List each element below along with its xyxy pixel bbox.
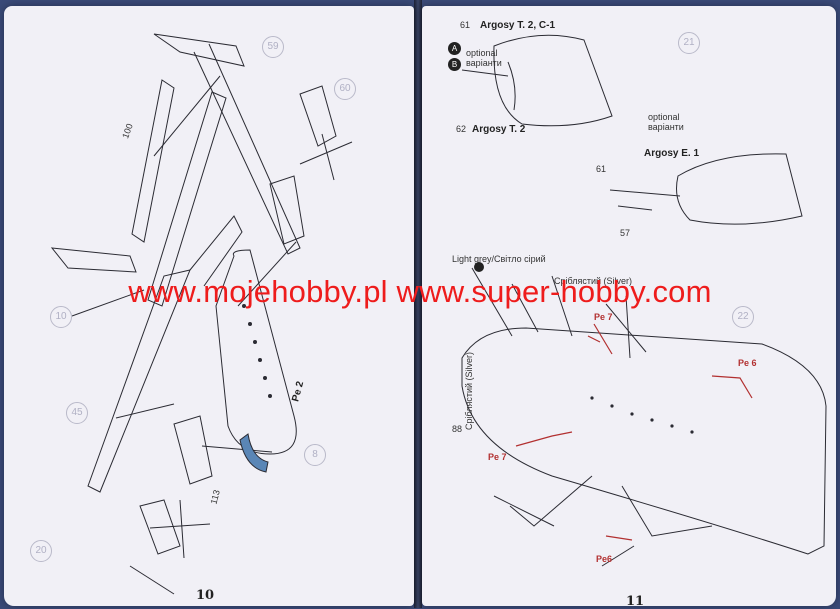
part-61-middle: 61 xyxy=(596,164,607,174)
part-57: 57 xyxy=(620,228,631,238)
tail-boom xyxy=(193,43,301,255)
right-instruction-page: 61 Argosy T. 2, C-1 A B optional варіант… xyxy=(422,6,836,609)
step-marker-21: 21 xyxy=(678,32,700,54)
engine-nacelle-4 xyxy=(139,499,181,555)
right-assembly-drawing xyxy=(461,34,827,567)
decal-pe6-bottom: Pe6 xyxy=(596,554,613,564)
nose-part-blue xyxy=(239,433,269,473)
step-marker-20: 20 xyxy=(30,540,52,562)
paint-light-grey-label: Light grey/Світло сірий xyxy=(452,254,546,264)
engine-nacelle-3 xyxy=(173,415,213,485)
variant-label-argosy-t2-c1: Argosy T. 2, C-1 xyxy=(480,20,556,31)
upper-tailplane-outline xyxy=(153,33,245,67)
optional-variants-top: optional варіанти xyxy=(466,48,502,68)
left-assembly-drawing xyxy=(50,33,353,595)
propeller-2 xyxy=(149,499,211,559)
propeller-lower xyxy=(493,495,555,527)
decal-pe7-top: Pe 7 xyxy=(594,312,613,322)
decal-pe6: Pe 6 xyxy=(738,358,757,368)
engine-nacelle-2 xyxy=(269,175,305,245)
paint-marker-icon xyxy=(474,262,484,272)
nose-cone-top xyxy=(493,34,613,127)
fuselage-lower-outline xyxy=(461,327,827,555)
step-marker-10: 10 xyxy=(50,306,72,328)
paint-silver-label: Сріблястий (Silver) xyxy=(554,276,633,286)
variant-b-icon: B xyxy=(448,58,461,71)
propeller-upper xyxy=(605,295,647,359)
part-88: 88 xyxy=(452,424,463,434)
variant-label-argosy-t2: Argosy T. 2 xyxy=(472,124,526,135)
paint-silver-vertical-label: Сріблястий (Silver) xyxy=(464,351,475,431)
propeller-1 xyxy=(299,133,353,181)
part-62: 62 xyxy=(456,124,467,134)
lower-tailplane-outline xyxy=(50,247,137,273)
fuselage-outline xyxy=(215,249,297,455)
nose-cone-middle xyxy=(676,153,803,225)
flap-panel-left xyxy=(131,79,175,243)
variant-a-icon: A xyxy=(448,42,461,55)
decal-pe7-bottom: Pe 7 xyxy=(488,452,507,462)
step-marker-60: 60 xyxy=(334,78,356,100)
right-page-number: 11 xyxy=(626,594,645,609)
flap-panel-center xyxy=(147,91,227,307)
part-61-top: 61 xyxy=(460,20,471,30)
variant-label-argosy-e1: Argosy E. 1 xyxy=(644,148,700,159)
step-marker-59: 59 xyxy=(262,36,284,58)
step-marker-45: 45 xyxy=(66,402,88,424)
book-spine xyxy=(414,0,422,608)
step-marker-8: 8 xyxy=(304,444,326,466)
engine-nacelle-1 xyxy=(299,85,337,147)
left-instruction-page: 100 113 Pe 2 59 60 10 45 8 20 10 xyxy=(4,6,414,606)
propeller-3 xyxy=(129,565,175,595)
step-marker-22: 22 xyxy=(732,306,754,328)
optional-variants-middle: optional варіанти xyxy=(648,112,684,132)
left-page-number: 10 xyxy=(196,588,215,603)
watermark-text: www.mojehobby.pl www.super-hobby.com xyxy=(128,274,712,309)
